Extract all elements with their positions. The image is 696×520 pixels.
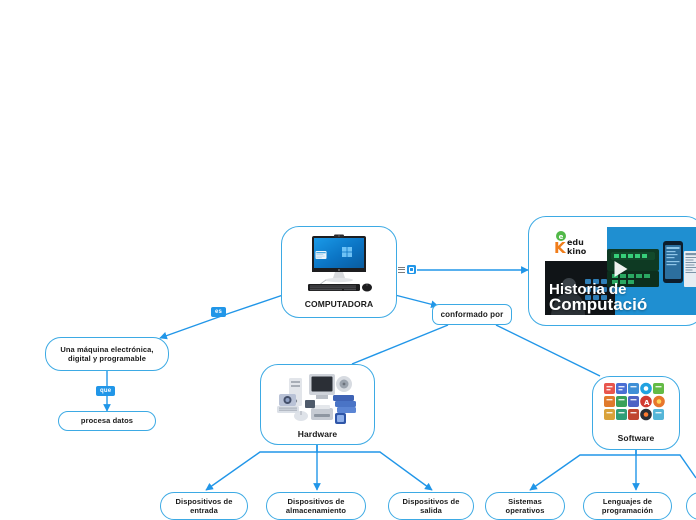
node-conformado-por-label: conformado por [440, 309, 504, 319]
edge-label-es[interactable]: es [211, 307, 227, 317]
edge-hardware-to-output [316, 445, 433, 491]
node-computadora[interactable]: COMPUTADORA [281, 226, 397, 318]
node-dispositivos-entrada[interactable]: Dispositivos de entrada [160, 492, 248, 520]
svg-text:A: A [644, 399, 650, 407]
hardware-devices-icon [261, 370, 374, 426]
node-procesa-datos[interactable]: procesa datos [58, 411, 156, 431]
node-sistemas-operativos[interactable]: Sistemas operativos [485, 492, 565, 520]
svg-text:e: e [559, 233, 564, 241]
play-icon[interactable] [614, 261, 628, 278]
node-dispositivos-salida-label: Dispositivos de salida [402, 496, 460, 515]
desktop-computer-icon [282, 234, 396, 296]
node-software-label: Software [617, 433, 655, 444]
notes-icon[interactable] [398, 266, 405, 273]
node-hardware[interactable]: Hardware [260, 364, 375, 445]
node-hardware-label: Hardware [297, 428, 338, 439]
video-title: Historia de Computació [549, 280, 648, 314]
software-icons-icon: A [593, 382, 679, 430]
video-thumbnail-art [545, 227, 696, 315]
node-video-historia-computacion[interactable]: e K edu kino Historia de Computació [528, 216, 696, 326]
node-lenguajes-programacion[interactable]: Lenguajes de programación [583, 492, 672, 520]
node-software[interactable]: A Software [592, 376, 680, 450]
node-conformado-por[interactable]: conformado por [432, 304, 512, 325]
node-dispositivos-salida[interactable]: Dispositivos de salida [388, 492, 474, 520]
node-sistemas-operativos-label: Sistemas operativos [505, 496, 545, 515]
edge-label-que[interactable]: que [96, 386, 116, 396]
edukino-logo: e K edu kino [545, 227, 607, 261]
node-computadora-label: COMPUTADORA [304, 299, 374, 310]
edge-hardware-to-input [205, 445, 318, 491]
svg-text:K: K [554, 239, 567, 257]
node-dispositivos-entrada-label: Dispositivos de entrada [175, 496, 233, 515]
node-toolbar[interactable] [398, 265, 416, 274]
video-title-line1: Historia de [549, 280, 627, 298]
edge-composed-to-hardware [351, 324, 449, 365]
edge-root-to-definition [159, 294, 284, 340]
video-thumbnail[interactable]: e K edu kino Historia de Computació [545, 227, 696, 315]
edge-root-to-composed [394, 294, 439, 309]
node-dispositivos-almacenamiento-label: Dispositivos de almacenamiento [285, 496, 347, 515]
edge-software-to-extra [635, 450, 696, 479]
node-lenguajes-programacion-label: Lenguajes de programación [601, 496, 654, 515]
node-definicion[interactable]: Una máquina electrónica, digital y progr… [45, 337, 169, 371]
node-definicion-label: Una máquina electrónica, digital y progr… [60, 344, 154, 363]
svg-text:edu: edu [567, 238, 584, 247]
node-procesa-datos-label: procesa datos [80, 416, 134, 426]
node-dispositivos-almacenamiento[interactable]: Dispositivos de almacenamiento [266, 492, 366, 520]
edge-composed-to-software [495, 324, 601, 377]
video-title-line2: Computació [549, 294, 648, 314]
edge-software-to-os [529, 450, 637, 491]
svg-text:kino: kino [567, 247, 587, 256]
attachment-badge-icon[interactable] [407, 265, 416, 274]
